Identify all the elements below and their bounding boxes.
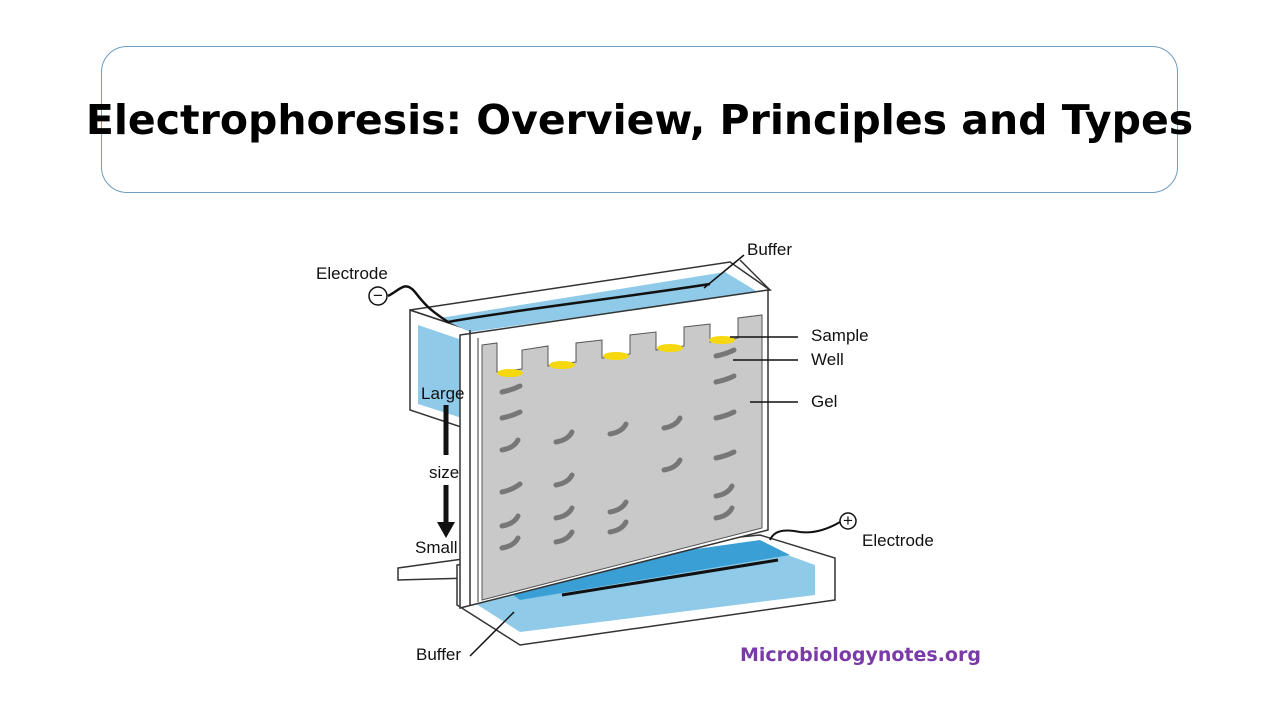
band	[499, 437, 521, 453]
band	[553, 472, 575, 488]
samples	[497, 336, 735, 377]
negative-terminal-icon	[368, 286, 388, 306]
positive-electrode: + Electrode	[769, 511, 934, 550]
band	[713, 505, 735, 521]
callouts	[469, 254, 798, 657]
well-label: Well	[811, 350, 844, 369]
buffer-top-leader	[703, 254, 745, 289]
positive-electrode-wire	[769, 521, 841, 541]
band	[499, 535, 521, 551]
negative-electrode-wire	[387, 282, 711, 324]
title-box: Electrophoresis: Overview, Principles an…	[86, 46, 1193, 193]
page-title: Electrophoresis: Overview, Principles an…	[85, 95, 1194, 144]
electrode-positive-label: Electrode	[862, 531, 934, 550]
band	[713, 347, 737, 359]
band	[553, 529, 575, 545]
band	[661, 457, 683, 473]
small-label: Small	[415, 538, 458, 557]
buffer-bottom-leader	[469, 611, 515, 657]
band	[553, 505, 575, 521]
band	[713, 449, 737, 461]
band	[713, 373, 737, 385]
size-arrow: Large size Small	[415, 384, 464, 557]
sample-4	[657, 344, 683, 352]
band	[607, 421, 629, 437]
sample-2	[549, 361, 575, 369]
sample-3	[603, 352, 629, 360]
band	[713, 409, 737, 421]
bottom-electrode-wire	[561, 558, 779, 597]
band	[499, 481, 523, 495]
band	[499, 409, 523, 421]
negative-electrode: − Electrode	[316, 264, 711, 324]
band	[499, 513, 521, 529]
bands	[499, 347, 737, 551]
large-label: Large	[421, 384, 464, 403]
arrow-down-icon	[437, 522, 455, 538]
band	[713, 483, 735, 499]
top-buffer	[440, 272, 758, 332]
negative-symbol: −	[373, 286, 383, 305]
band	[607, 519, 629, 535]
gel-slab	[459, 289, 769, 609]
positive-symbol: +	[843, 511, 853, 530]
sample-label: Sample	[811, 326, 869, 345]
sample-5	[709, 336, 735, 344]
credit-text: Microbiologynotes.org	[740, 644, 981, 666]
buffer-top-label: Buffer	[747, 240, 792, 259]
size-label: size	[429, 463, 459, 482]
band	[607, 499, 629, 515]
positive-terminal-icon	[839, 512, 857, 530]
band	[499, 383, 523, 395]
band	[661, 415, 683, 431]
sample-1	[497, 369, 523, 377]
gel-label: Gel	[811, 392, 837, 411]
band	[553, 429, 575, 445]
electrode-negative-label: Electrode	[316, 264, 388, 283]
buffer-bottom-label: Buffer	[416, 645, 461, 664]
